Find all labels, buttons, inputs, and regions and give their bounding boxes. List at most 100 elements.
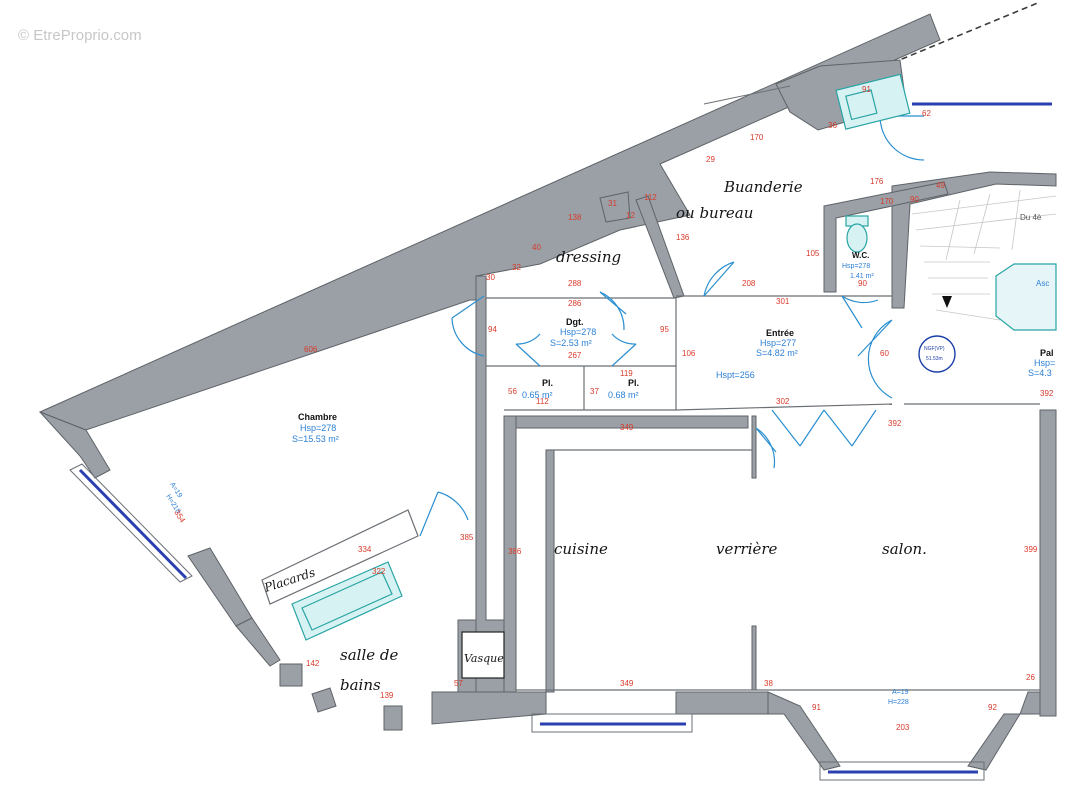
room-chambre-name: Chambre <box>298 412 337 422</box>
dim-label: 49 <box>936 181 945 190</box>
dim-label: 12 <box>626 211 635 220</box>
hand-placards: Placards <box>262 565 317 595</box>
hand-salle-de: salle de <box>340 646 398 664</box>
window-notes: A=19 H=218 A=19 H=228 <box>164 481 909 706</box>
dim-label: 392 <box>1040 389 1054 398</box>
room-pl2-name: Pl. <box>628 378 639 388</box>
dim-label: 208 <box>742 279 756 288</box>
ngf-stamp: NGF(VP) 51.53m <box>918 335 956 373</box>
stairs-label: Du 4è <box>1020 213 1042 222</box>
room-labels: Chambre Hsp=278 S=15.53 m² Dgt. Hsp=278 … <box>292 251 1055 444</box>
dim-label: 203 <box>896 723 910 732</box>
dim-label: 112 <box>536 397 549 406</box>
dim-label: 142 <box>306 659 320 668</box>
dim-label: 92 <box>988 703 997 712</box>
room-pl1-surface: 0.65 m² <box>522 390 553 400</box>
dim-label: 386 <box>508 547 522 556</box>
dim-label: 392 <box>888 419 902 428</box>
dim-label: 267 <box>568 351 582 360</box>
dim-label: 105 <box>806 249 820 258</box>
dim-label: 95 <box>660 325 669 334</box>
handwritten-labels: Buanderie ou bureau dressing Placards sa… <box>262 178 927 694</box>
dim-label: 301 <box>776 297 790 306</box>
dim-label: 26 <box>1026 673 1035 682</box>
room-pl1-name: Pl. <box>542 378 553 388</box>
hand-buanderie: Buanderie <box>723 178 803 196</box>
room-entree-hsp: Hsp=277 <box>760 338 796 348</box>
room-entree-surface: S=4.82 m² <box>756 348 798 358</box>
hand-verriere: verrière <box>716 540 778 558</box>
room-dgt-surface: S=2.53 m² <box>550 338 592 348</box>
dim-label: 62 <box>922 109 931 118</box>
hand-bains: bains <box>340 676 381 694</box>
window-note-bay-2: H=228 <box>888 699 909 706</box>
room-dgt-name: Dgt. <box>566 317 584 327</box>
elevator-label: Asc <box>1036 279 1049 288</box>
dim-label: 170 <box>750 133 764 142</box>
dim-label: 90 <box>910 195 919 204</box>
room-wc-surface: 1.41 m² <box>850 273 874 280</box>
dim-label: 94 <box>488 325 497 334</box>
dim-label: 119 <box>620 369 633 378</box>
dim-label: 90 <box>858 279 867 288</box>
dim-label: 170 <box>880 197 894 206</box>
stamp-line1: NGF(VP) <box>924 346 945 352</box>
dim-label: 138 <box>568 213 582 222</box>
dim-label: 349 <box>620 423 634 432</box>
room-wc-name: W.C. <box>852 251 869 260</box>
dim-label: 29 <box>706 155 715 164</box>
dim-label: 385 <box>460 533 474 542</box>
dim-label: 139 <box>380 691 394 700</box>
hand-cuisine: cuisine <box>554 540 608 558</box>
windows <box>69 85 1052 781</box>
room-palier-hsp: Hsp= <box>1034 358 1055 368</box>
dim-label: 56 <box>508 387 517 396</box>
room-wc-hsp: Hsp=278 <box>842 263 870 270</box>
dim-label: 106 <box>682 349 696 358</box>
dim-label: 32 <box>512 263 521 272</box>
vasque-box <box>461 631 505 679</box>
hand-ou-bureau: ou bureau <box>676 204 753 222</box>
dim-label: 37 <box>590 387 599 396</box>
hand-salon: salon. <box>882 540 927 558</box>
room-pl2-surface: 0.68 m² <box>608 390 639 400</box>
watermark: © EtreProprio.com <box>18 27 142 44</box>
dim-label: 302 <box>776 397 790 406</box>
dim-label: 40 <box>532 243 541 252</box>
doors <box>419 115 925 537</box>
dim-label: 399 <box>1024 545 1038 554</box>
dim-label: 36 <box>828 121 837 130</box>
partitions <box>261 295 1040 691</box>
hand-dressing: dressing <box>556 248 621 266</box>
dim-label: 286 <box>568 299 582 308</box>
dim-label: 60 <box>880 349 889 358</box>
dim-label: 354 <box>172 508 187 525</box>
dim-label: 176 <box>870 177 884 186</box>
elevator-landing <box>995 263 1057 331</box>
room-dgt-hsp: Hsp=278 <box>560 327 596 337</box>
room-chambre-surface: S=15.53 m² <box>292 434 339 444</box>
dim-label: 334 <box>358 545 372 554</box>
dim-label: 91 <box>862 85 871 94</box>
dim-label: 322 <box>372 567 386 576</box>
dim-label: 31 <box>608 199 617 208</box>
dim-label: 606 <box>304 345 318 354</box>
room-entree-hspt: Hspt=256 <box>716 370 755 380</box>
dimensions: 606 354 334 322 142 139 138 31 40 30 32 … <box>172 85 1054 732</box>
hand-vasque: Vasque <box>464 652 504 665</box>
dim-label: 112 <box>644 193 657 202</box>
dim-label: 57 <box>454 679 463 688</box>
window-note-bay-1: A=19 <box>892 689 909 696</box>
dim-label: 91 <box>812 703 821 712</box>
dim-label: 288 <box>568 279 582 288</box>
room-palier-name: Pal <box>1040 348 1054 358</box>
arrow-down-icon <box>942 296 952 308</box>
fixtures <box>279 73 911 731</box>
stamp-line2: 51.53m <box>926 356 943 362</box>
dim-label: 30 <box>486 273 495 282</box>
walls <box>38 13 1057 771</box>
staircase: Du 4è Asc <box>911 189 1057 331</box>
room-chambre-hsp: Hsp=278 <box>300 423 336 433</box>
dim-label: 349 <box>620 679 634 688</box>
